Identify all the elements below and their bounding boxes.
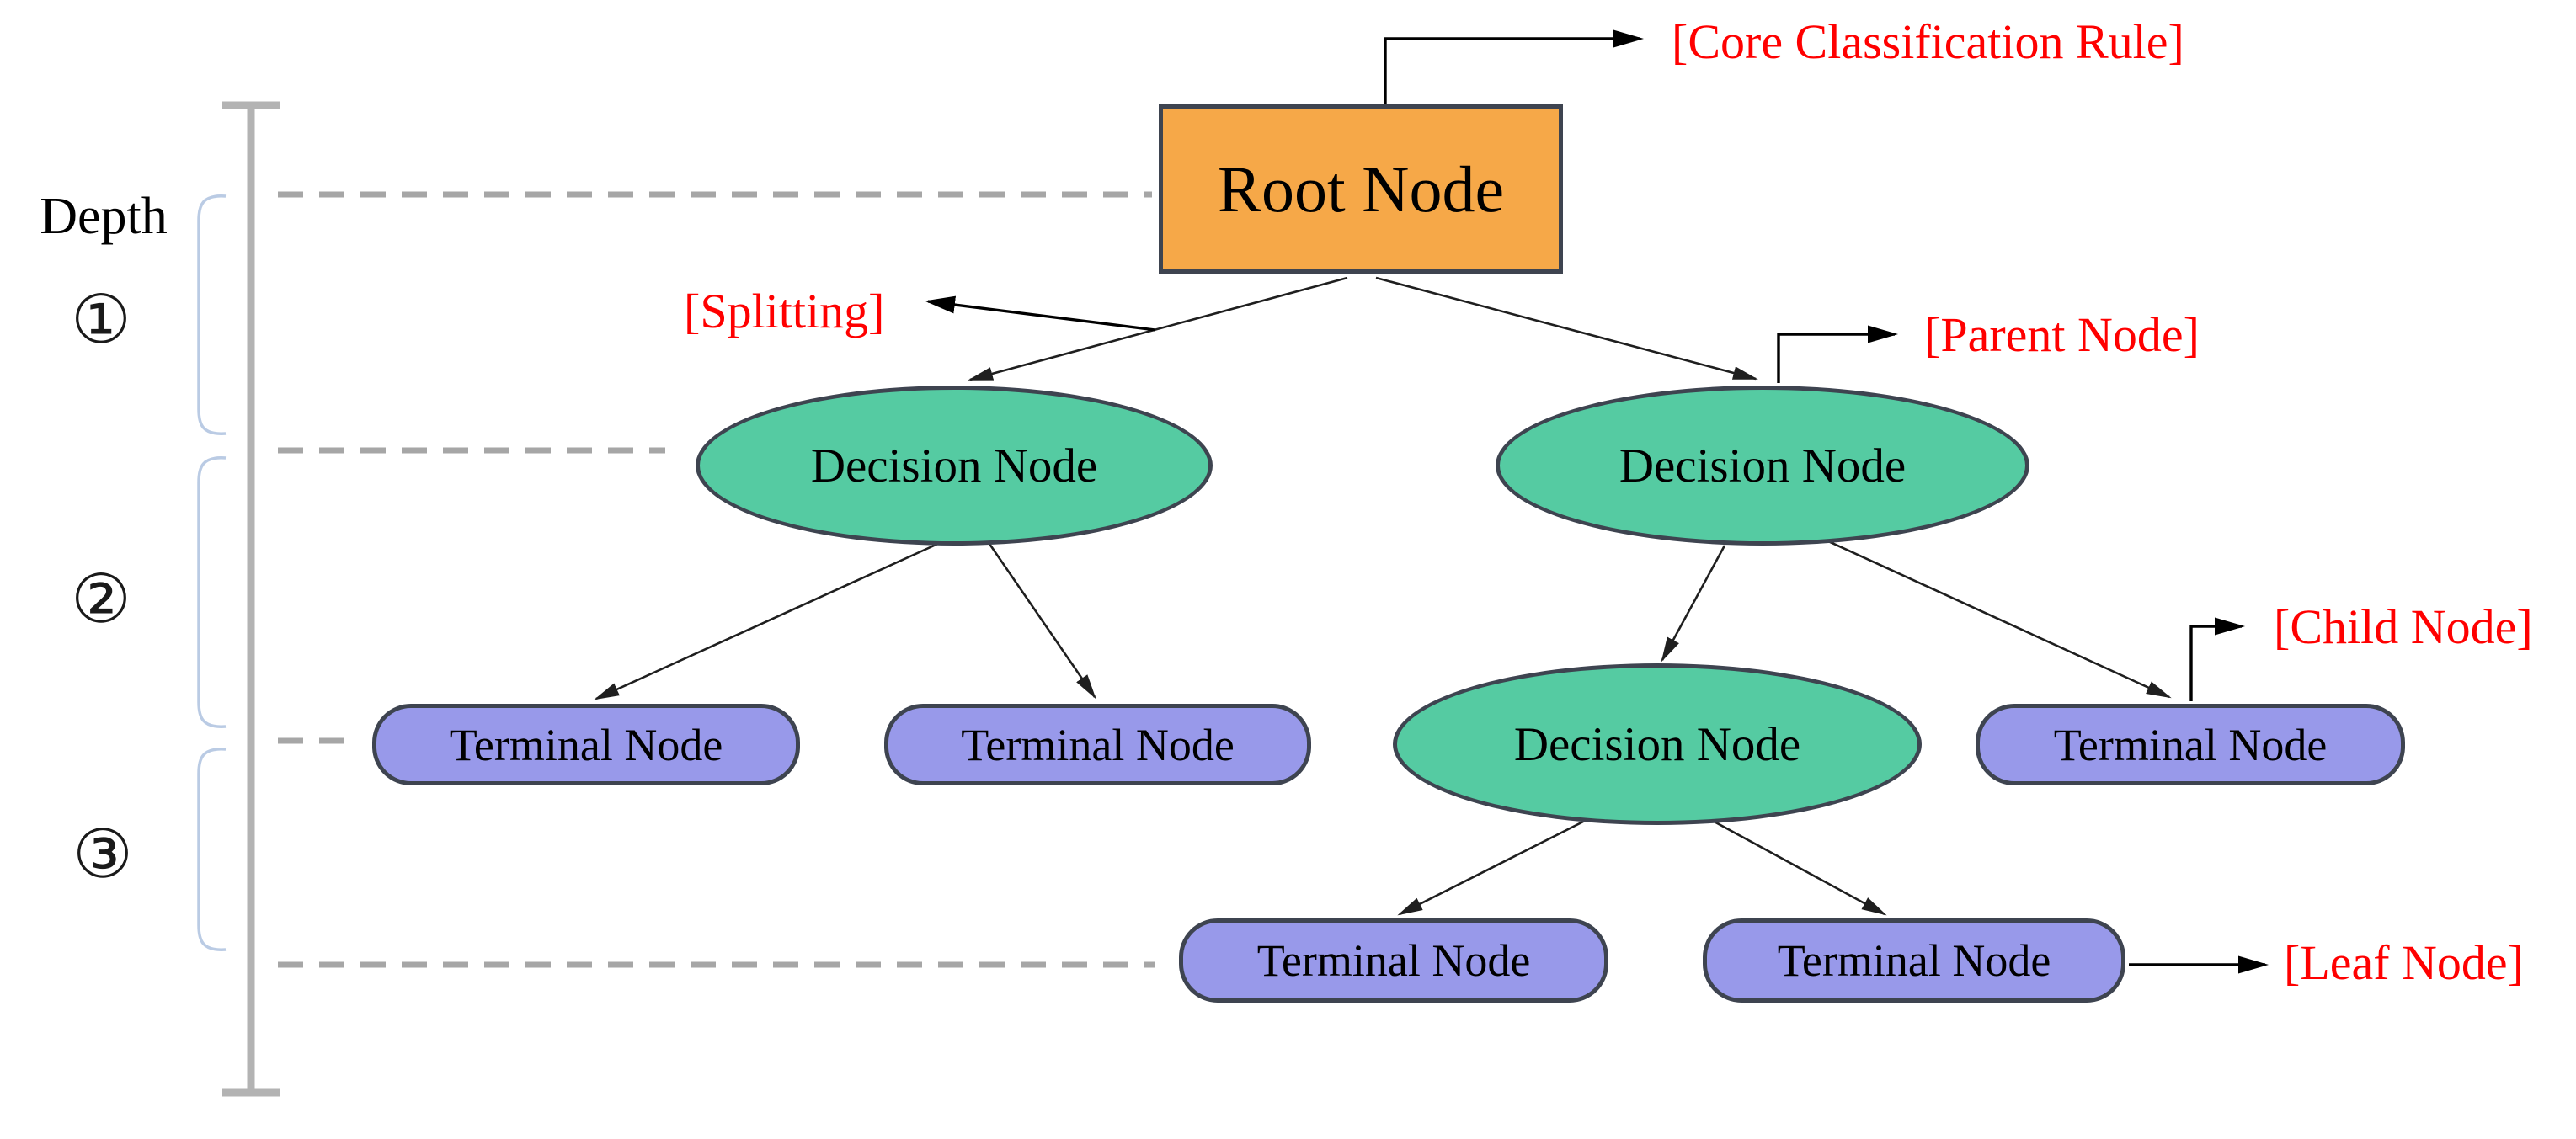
decision-node-left-label: Decision Node xyxy=(810,439,1098,492)
depth-axis-title: Depth xyxy=(40,188,168,245)
terminal-node-1-label: Terminal Node xyxy=(449,719,723,770)
annotation-core-classification-rule: [Core Classification Rule] xyxy=(1672,14,2184,69)
depth-brackets xyxy=(197,194,227,951)
decision-node-right: Decision Node xyxy=(1496,386,2029,546)
root-node-label: Root Node xyxy=(1217,152,1505,226)
terminal-node-4: Terminal Node xyxy=(1179,918,1608,1003)
decision-node-right-label: Decision Node xyxy=(1619,439,1907,492)
annotation-child-node: [Child Node] xyxy=(2274,599,2533,654)
terminal-node-3-label: Terminal Node xyxy=(2053,719,2328,770)
terminal-node-2-label: Terminal Node xyxy=(961,719,1235,770)
tree-branch-arrows xyxy=(594,276,2172,916)
terminal-node-2: Terminal Node xyxy=(884,704,1311,785)
decision-node-middle: Decision Node xyxy=(1393,663,1922,825)
annotation-splitting: [Splitting] xyxy=(684,284,885,338)
annotation-parent-node: [Parent Node] xyxy=(1924,307,2200,362)
decision-node-left: Decision Node xyxy=(696,386,1213,546)
terminal-node-3: Terminal Node xyxy=(1976,704,2405,785)
depth-level-3-badge: ③ xyxy=(72,815,133,893)
depth-level-dashed-lines xyxy=(278,191,1155,968)
root-node: Root Node xyxy=(1159,104,1563,274)
terminal-node-4-label: Terminal Node xyxy=(1256,935,1531,986)
annotation-leaf-node: [Leaf Node] xyxy=(2284,935,2524,990)
terminal-node-5-label: Terminal Node xyxy=(1777,935,2051,986)
annotation-arrows xyxy=(925,29,2269,974)
depth-axis xyxy=(222,101,280,1097)
terminal-node-1: Terminal Node xyxy=(372,704,800,785)
terminal-node-5: Terminal Node xyxy=(1703,918,2125,1003)
depth-level-1-badge: ① xyxy=(71,280,131,359)
decision-node-middle-label: Decision Node xyxy=(1513,717,1801,771)
depth-level-2-badge: ② xyxy=(71,560,131,638)
